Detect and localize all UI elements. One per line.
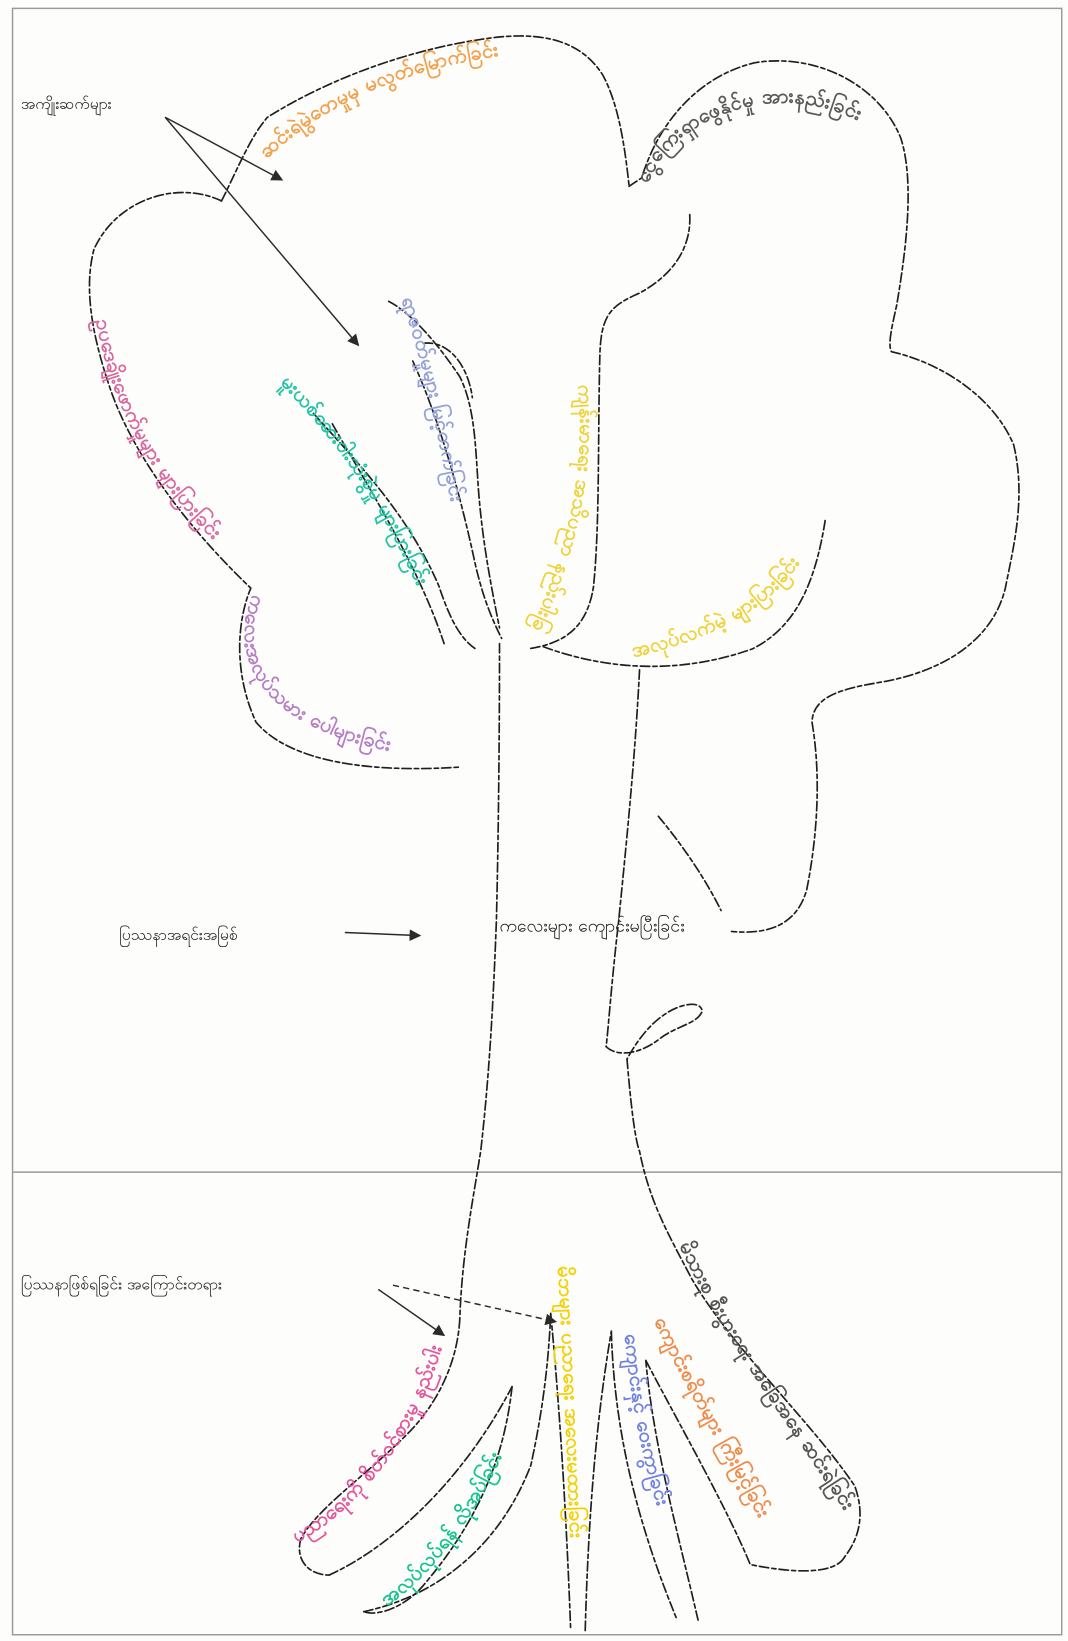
causes-arrow — [378, 1289, 444, 1335]
effect-item: ရာဇဝတ်မှုများ မြင့်တက်ခြင်း — [392, 294, 470, 504]
causes-label: ပြဿနာဖြစ်ရခြင်း အကြောင်းတရား — [21, 1274, 222, 1296]
effect-item-text: ဥပဒေချိုးဖောက်မှုများ များပြားခြင်း — [86, 317, 227, 544]
effect-item-text: ဆင်းရဲမွဲတေမှုမှ မလွတ်မြောက်ခြင်း — [254, 37, 500, 163]
effect-item-text: အလုပ်လက်မဲ့ များပြားခြင်း — [629, 551, 804, 662]
core-problem-label: ပြဿနာအရင်းအမြစ် — [119, 925, 238, 947]
causes-texts: ပညာရေးကို စိတ်ဝင်စားမှု နည်းပါးခြင်း အလု… — [0, 0, 861, 1611]
cause-item-text: ကျောင်းနှင့် ဝေးကွာခြင်း — [615, 1333, 676, 1509]
root-outline — [585, 1331, 611, 1630]
cause-item: မိဘများ ပညာရေး အလေးမထားခြင်း — [550, 1265, 590, 1539]
trunk-left-outline — [460, 644, 500, 1319]
cause-item-text: မိသားစု စီးပွားရေး အခြေအနေ ဆင်းရဲခြင်း — [675, 1237, 861, 1514]
tree-trunk-outline — [460, 644, 702, 1319]
effect-item: မူးယစ်ဆေးဝါးသုံးစွဲမှု များပြားခြင်း — [273, 371, 435, 589]
effect-item: ကလေးအလုပ်သမား ပေါများခြင်း — [240, 593, 394, 757]
effect-item: ငွေကြေးရှာဖွေနိုင်မှု အားနည်းခြင်း — [631, 84, 866, 188]
lower-crown-branch-outline — [658, 816, 721, 910]
cause-item-text: မိဘများ ပညာရေး အလေးမထားခြင်း — [550, 1265, 590, 1539]
cause-item: ကျောင်းနှင့် ဝေးကွာခြင်း — [615, 1333, 676, 1509]
right-crown-outline — [629, 61, 1019, 932]
core-problem-text: ကလေးများ ကျောင်းမပြီးခြင်း — [500, 914, 685, 939]
trunk-stub-outline — [606, 1004, 702, 1059]
effect-item: အလုပ်လက်မဲ့ များပြားခြင်း — [629, 551, 804, 662]
cause-item-text: ပညာရေးကို စိတ်ဝင်စားမှု နည်းပါးခြင်း — [0, 0, 447, 1547]
cause-item-text: အလုပ်လုပ်ရန် လိုအပ်ခြင်း — [376, 1447, 507, 1610]
effects-label: အကျိုးဆက်များ — [21, 94, 112, 116]
core-problem-arrow — [345, 932, 420, 935]
effect-item-text: ကလေးအလုပ်သမား ပေါများခြင်း — [240, 593, 394, 757]
cause-item: အလုပ်လုပ်ရန် လိုအပ်ခြင်း — [376, 1447, 507, 1610]
effect-item-text: ငွေကြေးရှာဖွေနိုင်မှု အားနည်းခြင်း — [631, 84, 866, 188]
effects-texts: ဆင်းရဲမွဲတေမှုမှ မလွတ်မြောက်ခြင်း ငွေကြေ… — [0, 0, 867, 757]
trunk-right-outline — [606, 670, 639, 1047]
root-outline — [364, 1387, 512, 1613]
effect-item: ဆင်းရဲမွဲတေမှုမှ မလွတ်မြောက်ခြင်း — [254, 37, 500, 163]
cause-item: ပညာရေးကို စိတ်ဝင်စားမှု နည်းပါးခြင်း — [0, 0, 447, 1547]
tree-crown-outline — [89, 36, 1018, 932]
cause-item: မိသားစု စီးပွားရေး အခြေအနေ ဆင်းရဲခြင်း — [675, 1237, 861, 1514]
effect-item: ဥပဒေချိုးဖောက်မှုများ များပြားခြင်း — [86, 317, 227, 544]
page-frame — [13, 8, 1062, 1634]
effect-item-text: ရာဇဝတ်မှုများ မြင့်တက်ခြင်း — [392, 294, 470, 504]
effect-item-text: မူးယစ်ဆေးဝါးသုံးစွဲမှု များပြားခြင်း — [273, 371, 435, 589]
